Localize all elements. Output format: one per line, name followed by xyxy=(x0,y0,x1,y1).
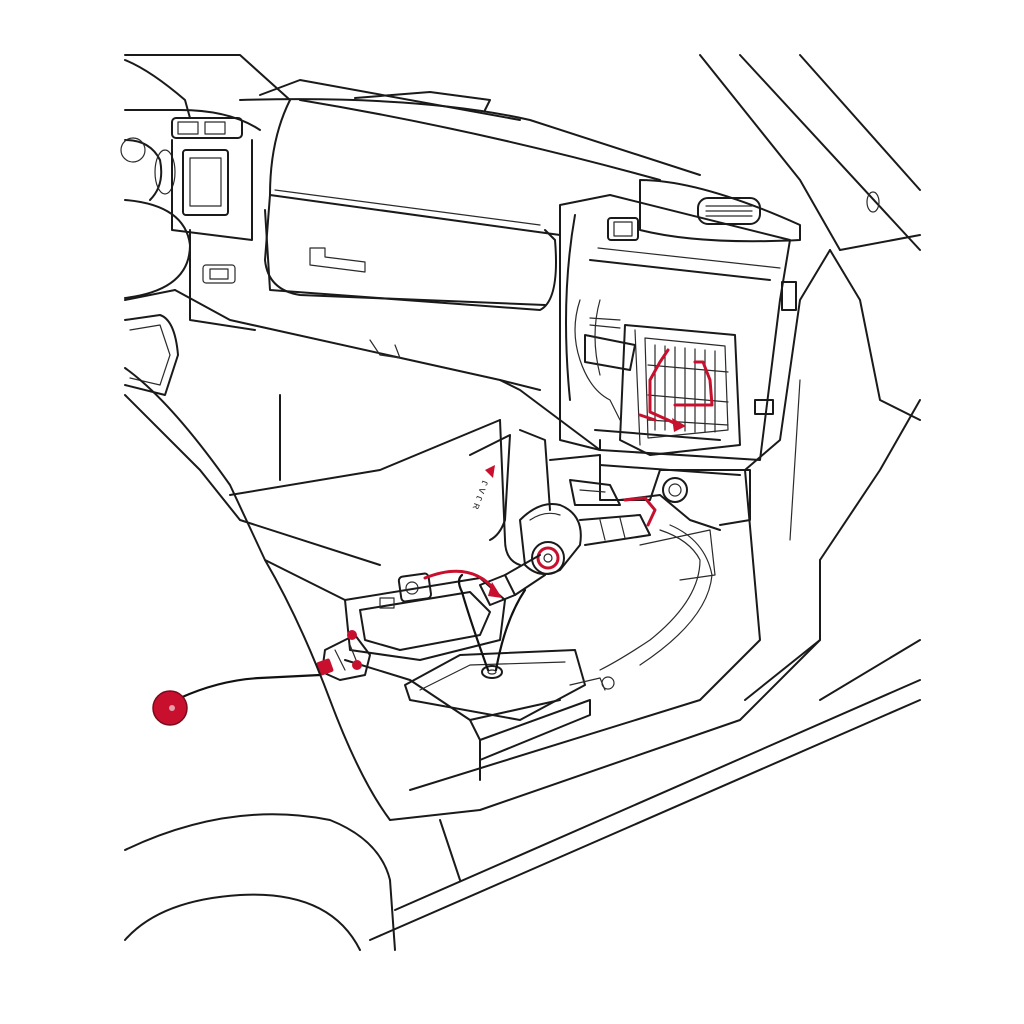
dashboard xyxy=(124,79,701,391)
display-screen xyxy=(182,149,229,216)
knob xyxy=(662,477,688,503)
connector-plug xyxy=(316,630,371,681)
ecu-cavity xyxy=(499,194,797,461)
connector-icon xyxy=(316,658,334,676)
glovebox-handle xyxy=(309,247,366,273)
grommet xyxy=(481,665,503,679)
wiring-harness xyxy=(178,573,527,700)
connector-clip-top xyxy=(607,217,639,241)
instrument-cluster xyxy=(120,59,261,331)
floor-arrow-marking: ᴚ ᴊ ᴧ ᴊ xyxy=(469,434,511,541)
floor-text: ᴚ ᴊ ᴧ ᴊ xyxy=(470,479,492,511)
bracket-right xyxy=(781,281,797,311)
ground-point xyxy=(152,690,188,726)
center-vent xyxy=(639,179,801,243)
ecu-module xyxy=(574,299,741,456)
steering-column xyxy=(479,494,721,671)
shifter-console xyxy=(344,569,615,781)
windshield-frame xyxy=(124,54,921,251)
lower-console xyxy=(499,419,751,566)
car-body xyxy=(124,249,921,951)
